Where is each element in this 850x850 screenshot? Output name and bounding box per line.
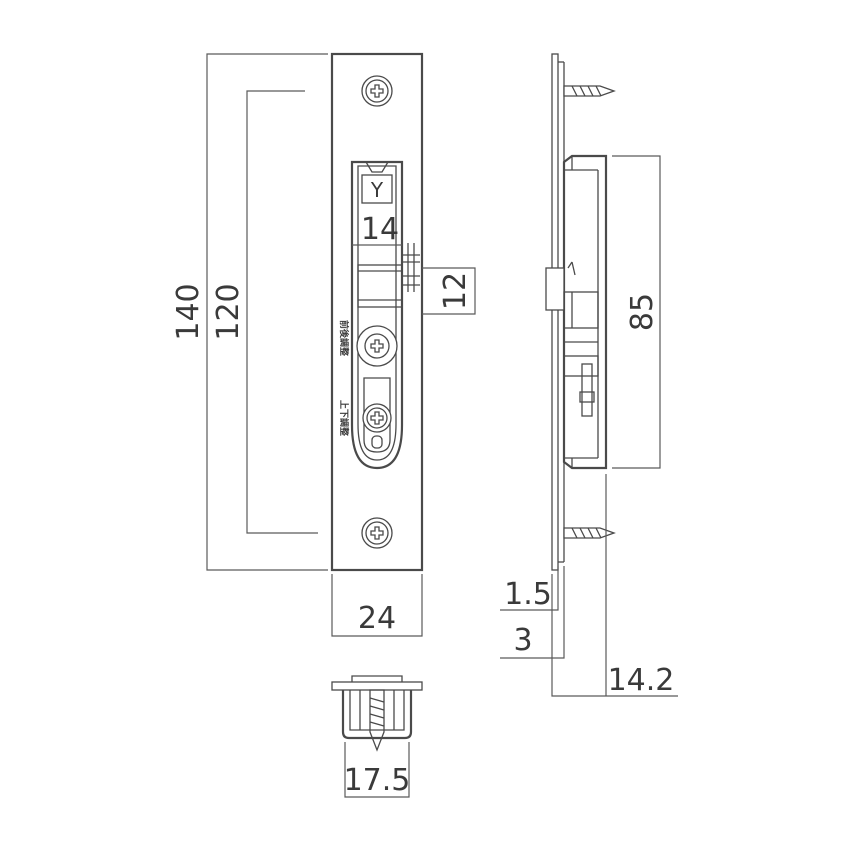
y-badge — [361, 174, 393, 204]
dim-bolt-width-label: 14 — [361, 212, 399, 247]
dim-overall-depth-label: 14.2 — [608, 663, 675, 698]
side-faceplate — [551, 53, 559, 571]
dim-body-depth-label: 85 — [625, 293, 660, 331]
lower-adjust-screw-icon — [362, 403, 392, 433]
lower-adjust-label: 上下調整 — [338, 400, 350, 436]
side-view: 85 1.5 3 14.2 — [500, 53, 678, 698]
bolt-housing — [350, 160, 404, 470]
faceplate — [330, 52, 424, 572]
section-view: 17.5 — [331, 675, 423, 798]
bolt-block — [357, 264, 403, 308]
dim-overall-height-label: 140 — [171, 283, 206, 340]
upper-adjust-label: 前後調整 — [338, 320, 350, 356]
top-nail-icon — [563, 85, 616, 97]
dim-plate-thickness-label: 1.5 — [504, 577, 552, 612]
upper-adjust-screw-icon — [356, 325, 398, 367]
dim-section-width-label: 17.5 — [344, 763, 411, 798]
side-bolt — [545, 267, 565, 311]
dim-screw-spacing-label: 120 — [211, 283, 246, 340]
bottom-nail-icon — [563, 527, 616, 539]
section-body — [341, 690, 413, 740]
lock-body — [562, 154, 608, 470]
front-view: Y 14 前後調整 上下調整 — [171, 52, 476, 637]
dim-faceplate-width-label: 24 — [358, 601, 396, 636]
dim-plate-offset-label: 3 — [513, 623, 532, 658]
dim-bolt-projection-label: 12 — [438, 272, 473, 310]
section-screw-icon — [369, 689, 385, 752]
top-screw-icon — [361, 75, 393, 107]
y-mark-label: Y — [370, 178, 384, 202]
section-cap — [331, 681, 423, 691]
bottom-screw-icon — [361, 517, 393, 549]
